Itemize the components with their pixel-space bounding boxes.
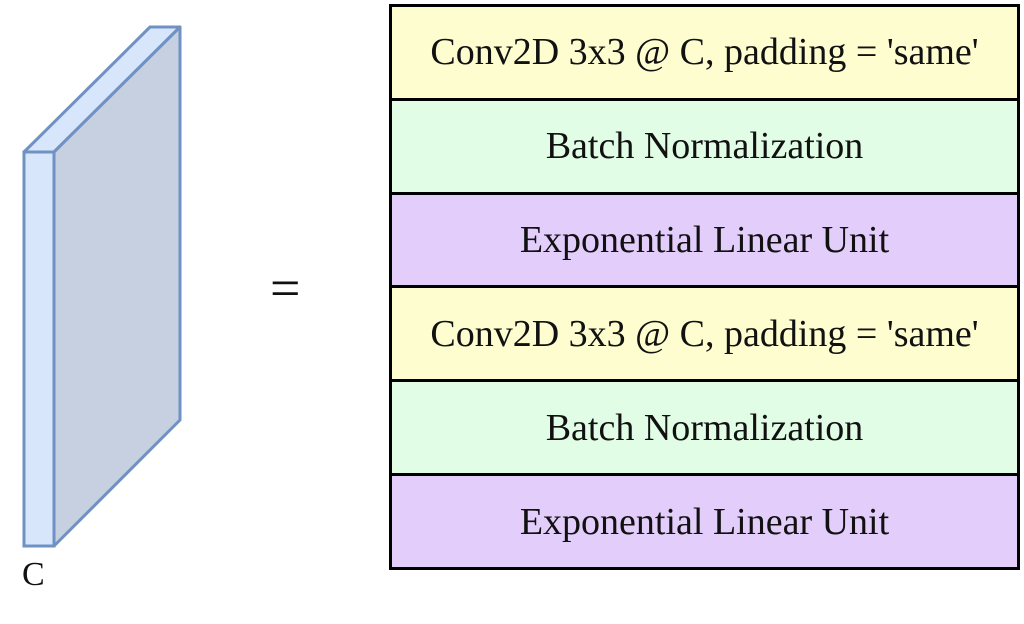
layer-conv2d-1: Conv2D 3x3 @ C, padding = 'same' — [392, 7, 1017, 101]
layer-batch-norm-2: Batch Normalization — [392, 382, 1017, 477]
channel-label: C — [22, 556, 45, 593]
block-front-face — [22, 150, 56, 548]
layer-conv2d-2: Conv2D 3x3 @ C, padding = 'same' — [392, 288, 1017, 383]
conv-block-icon — [22, 25, 182, 548]
layer-elu-1: Exponential Linear Unit — [392, 194, 1017, 289]
layer-batch-norm-1: Batch Normalization — [392, 100, 1017, 195]
layer-stack: Conv2D 3x3 @ C, padding = 'same' Batch N… — [389, 4, 1020, 570]
layer-elu-2: Exponential Linear Unit — [392, 476, 1017, 567]
equals-sign: = — [270, 258, 301, 318]
